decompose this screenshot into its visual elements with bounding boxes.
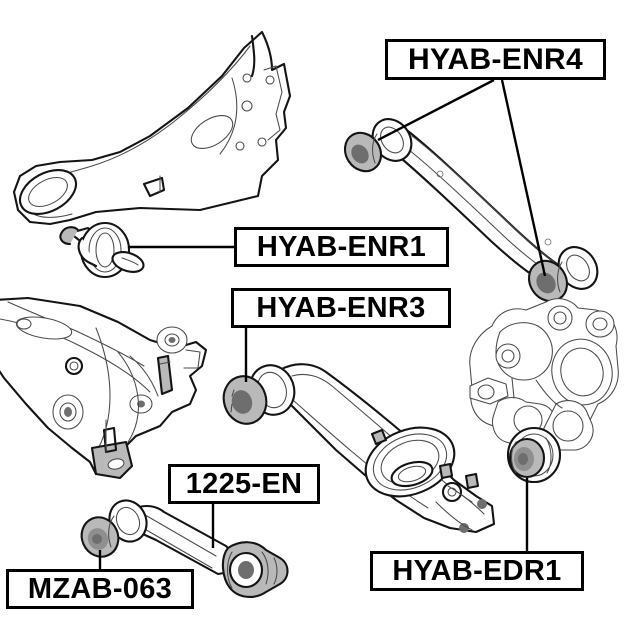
- part-lower-control-arm: [222, 363, 496, 534]
- part-trailing-arm-bushing: [59, 221, 145, 279]
- stabilizer-link-balljoint: [221, 541, 289, 598]
- label-text: HYAB-ENR4: [408, 42, 583, 76]
- lateral-link-bushing-right: [527, 246, 599, 303]
- leader-hyab-enr4-right: [500, 79, 547, 277]
- label-mzab-063[interactable]: MZAB-063: [6, 569, 194, 609]
- label-text: MZAB-063: [27, 572, 173, 605]
- label-text: HYAB-EDR1: [392, 554, 562, 587]
- part-knuckle: [469, 298, 619, 484]
- label-text: HYAB-ENR3: [256, 291, 426, 324]
- label-hyab-enr1[interactable]: HYAB-ENR1: [234, 227, 449, 267]
- leader-hyab-enr4-left: [377, 78, 495, 142]
- label-text: HYAB-ENR1: [256, 230, 427, 263]
- lower-arm-bushing: [222, 364, 296, 425]
- part-lateral-link: [343, 118, 599, 303]
- label-1225-en[interactable]: 1225-EN: [168, 464, 320, 504]
- part-trailing-arm-lower: [0, 296, 208, 480]
- lateral-link-bushing-left: [343, 118, 413, 173]
- label-text: 1225-EN: [185, 467, 303, 500]
- stabilizer-link-bushing: [80, 499, 148, 558]
- knuckle-bushing: [506, 426, 562, 484]
- part-stabilizer-link: [80, 499, 289, 598]
- label-hyab-enr3[interactable]: HYAB-ENR3: [231, 288, 451, 328]
- leader-lines: [98, 78, 547, 569]
- part-trailing-arm-upper: [12, 30, 292, 226]
- label-hyab-enr4[interactable]: HYAB-ENR4: [385, 39, 606, 80]
- label-hyab-edr1[interactable]: HYAB-EDR1: [370, 551, 584, 591]
